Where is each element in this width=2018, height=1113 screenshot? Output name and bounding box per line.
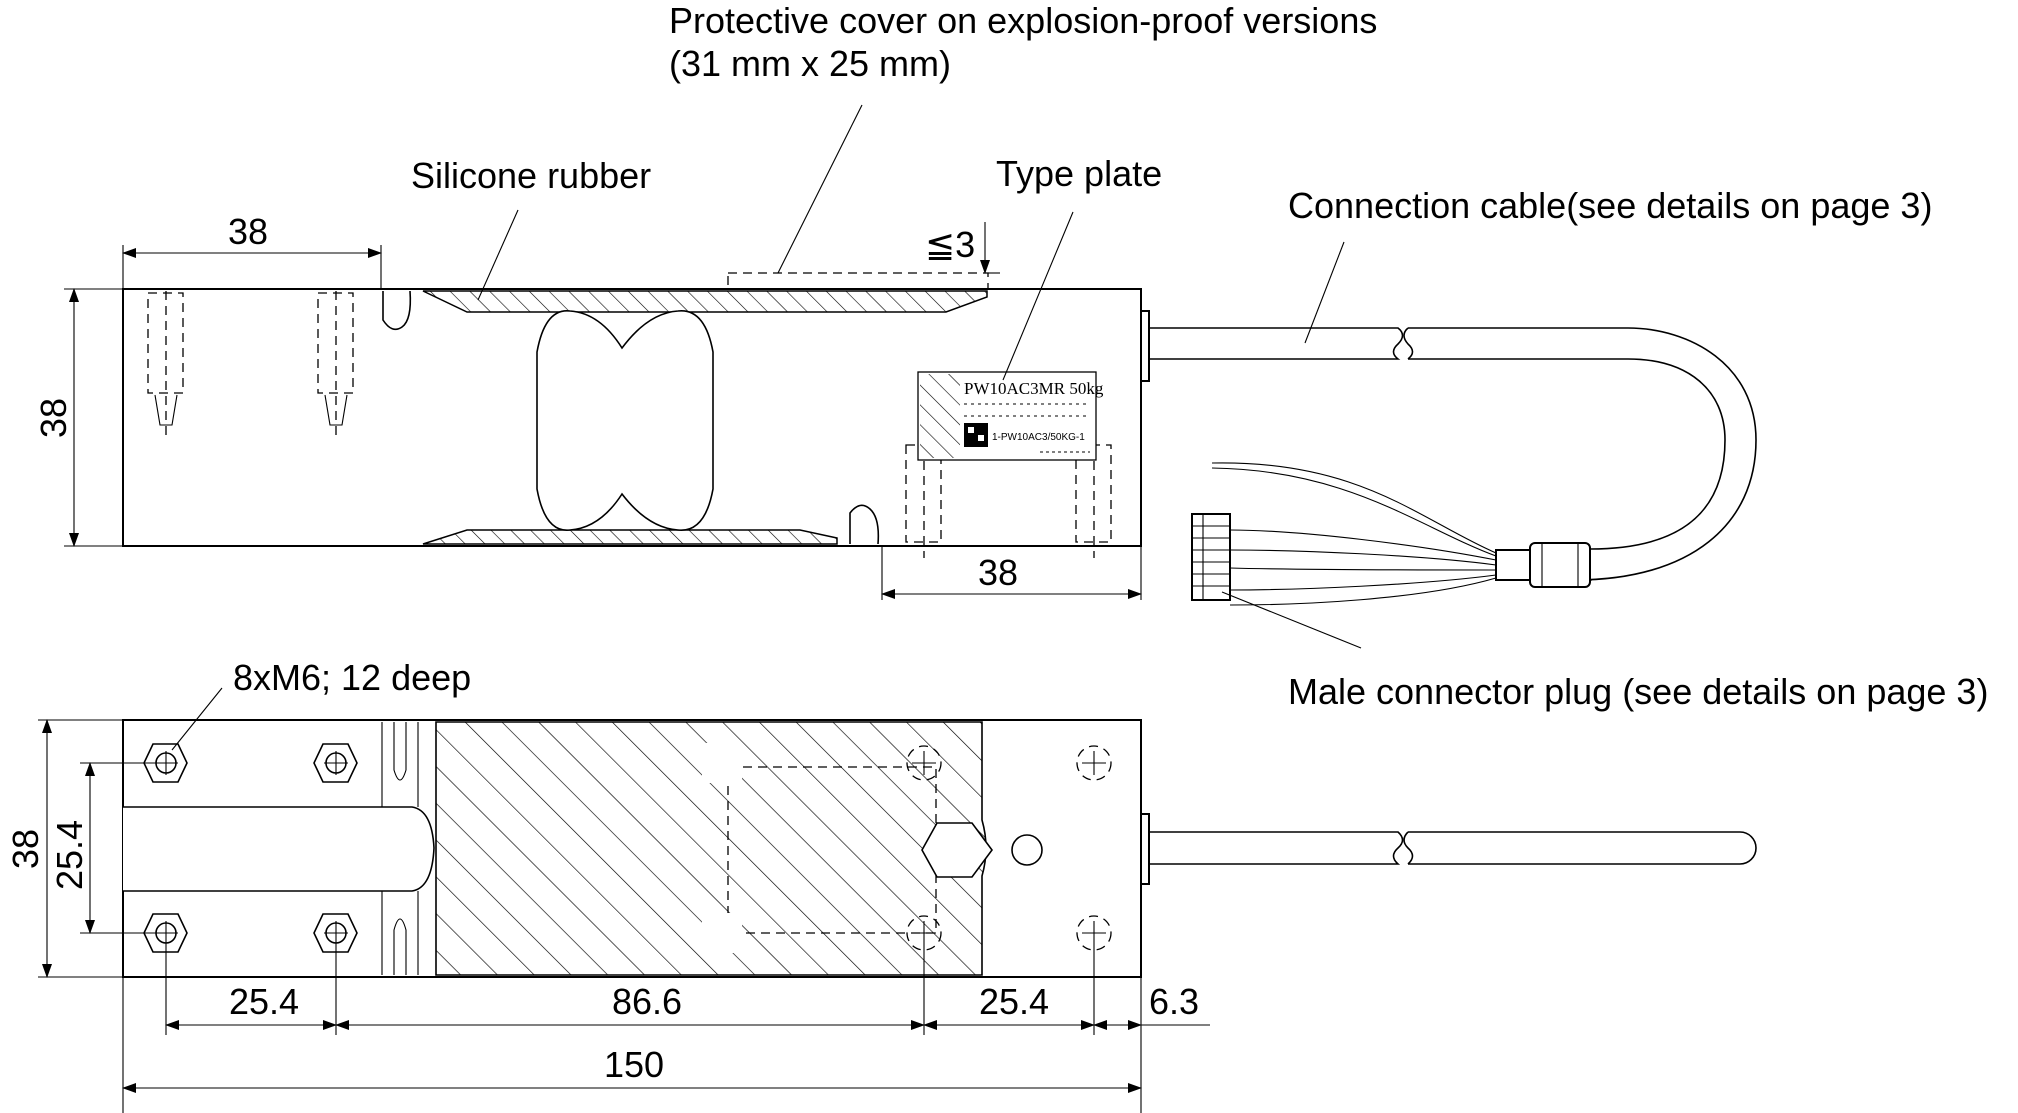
dim-top-height: 38 <box>33 398 74 438</box>
dim-overall-length: 150 <box>604 1044 664 1085</box>
cable-gland-side <box>1140 310 1150 382</box>
leader-thread-holes <box>171 687 223 751</box>
thread-hole-hidden-2 <box>1076 745 1112 781</box>
type-plate-code: 1-PW10AC3/50KG-1 <box>992 432 1085 443</box>
dim-hole-spacing-vertical: 25.4 <box>49 820 90 890</box>
dim-hole-spacing-left: 25.4 <box>229 981 299 1022</box>
thread-hole-hidden-1 <box>906 745 942 781</box>
cutout-hexagon <box>921 822 993 878</box>
thread-hole-hidden-3 <box>906 915 942 951</box>
leader-silicone-rubber <box>477 209 519 301</box>
label-type-plate: Type plate <box>996 153 1162 194</box>
thread-hole-visible-4 <box>313 913 358 953</box>
dim-top-left-width: 38 <box>228 211 268 252</box>
leader-protective-cover <box>777 104 863 274</box>
dim-top-right-width: 38 <box>978 552 1018 593</box>
leader-connector-plug <box>1221 591 1362 649</box>
label-protective-cover-line2: (31 mm x 25 mm) <box>669 43 951 84</box>
slot <box>123 806 435 892</box>
connection-cable <box>1149 327 1757 588</box>
thread-hole-visible-2 <box>313 743 358 783</box>
protective-cover-outline <box>727 272 989 290</box>
notch-right <box>849 504 880 545</box>
cable-gland-plan <box>1140 813 1150 885</box>
side-view: PW10AC3MR 50kg 1-PW10AC3/50KG-1 <box>33 0 1988 712</box>
leader-type-plate <box>1002 211 1074 381</box>
dim-bottom-height: 38 <box>5 829 46 869</box>
dim-max-cover-height: ≦3 <box>925 224 975 265</box>
male-connector-plug <box>1191 513 1231 601</box>
dim-hole-spacing-right: 25.4 <box>979 981 1049 1022</box>
bending-beam-cutout <box>536 310 714 531</box>
label-male-connector-plug: Male connector plug (see details on page… <box>1288 671 1988 712</box>
leader-connection-cable <box>1304 241 1345 344</box>
label-connection-cable: Connection cable(see details on page 3) <box>1288 185 1932 226</box>
silicone-rubber-bottom <box>422 529 838 545</box>
type-plate-model: PW10AC3MR 50kg <box>964 379 1104 398</box>
label-thread-holes: 8xM6; 12 deep <box>233 657 471 698</box>
dim-end-offset: 6.3 <box>1149 981 1199 1022</box>
type-plate: PW10AC3MR 50kg 1-PW10AC3/50KG-1 <box>917 371 1104 461</box>
connection-cable-plan <box>1149 831 1757 865</box>
plan-view: 8xM6; 12 deep 38 25.4 25.4 86.6 25.4 6.3… <box>5 657 1757 1113</box>
small-hex-hole <box>1011 834 1043 866</box>
label-protective-cover-line1: Protective cover on explosion-proof vers… <box>669 0 1377 41</box>
thread-hole-hidden-4 <box>1076 915 1112 951</box>
silicone-rubber-top <box>422 290 988 313</box>
notch-left <box>382 290 412 331</box>
wires <box>1211 462 1497 606</box>
label-silicone-rubber: Silicone rubber <box>411 155 651 196</box>
dim-center-span: 86.6 <box>612 981 682 1022</box>
